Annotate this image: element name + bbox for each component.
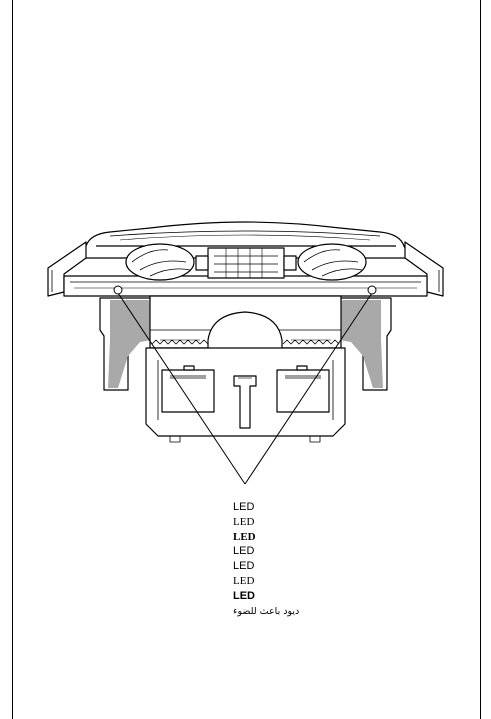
led-marker-right (367, 285, 377, 295)
label-led-4: LED (233, 545, 255, 558)
leader-line-right (244, 292, 373, 485)
right-margin-rule (480, 0, 481, 719)
center-stem (233, 375, 257, 429)
label-led-2: LED (233, 515, 255, 528)
magnet-block-left (161, 369, 215, 413)
label-led-6: LED (233, 574, 255, 587)
left-margin-rule (12, 0, 13, 719)
top-plate (63, 275, 428, 297)
label-led-3: LED (233, 530, 256, 543)
leader-line-left (117, 292, 246, 485)
speaker-cross-section-diagram (47, 221, 444, 485)
outer-flange-left (47, 241, 87, 297)
label-led-arabic: ديود باعث للضوء (233, 605, 300, 617)
led-marker-left (113, 285, 123, 295)
label-led-1: LED (233, 501, 255, 513)
led-label-list: LED LED LED LED LED LED LED ديود باعث لل… (233, 500, 383, 620)
seal-left (151, 339, 209, 345)
label-led-7: LED (233, 589, 255, 602)
magnet-block-right (276, 369, 330, 413)
center-connector (207, 247, 285, 279)
seal-right (282, 339, 340, 345)
label-led-5: LED (233, 560, 255, 573)
outer-flange-right (404, 241, 444, 297)
